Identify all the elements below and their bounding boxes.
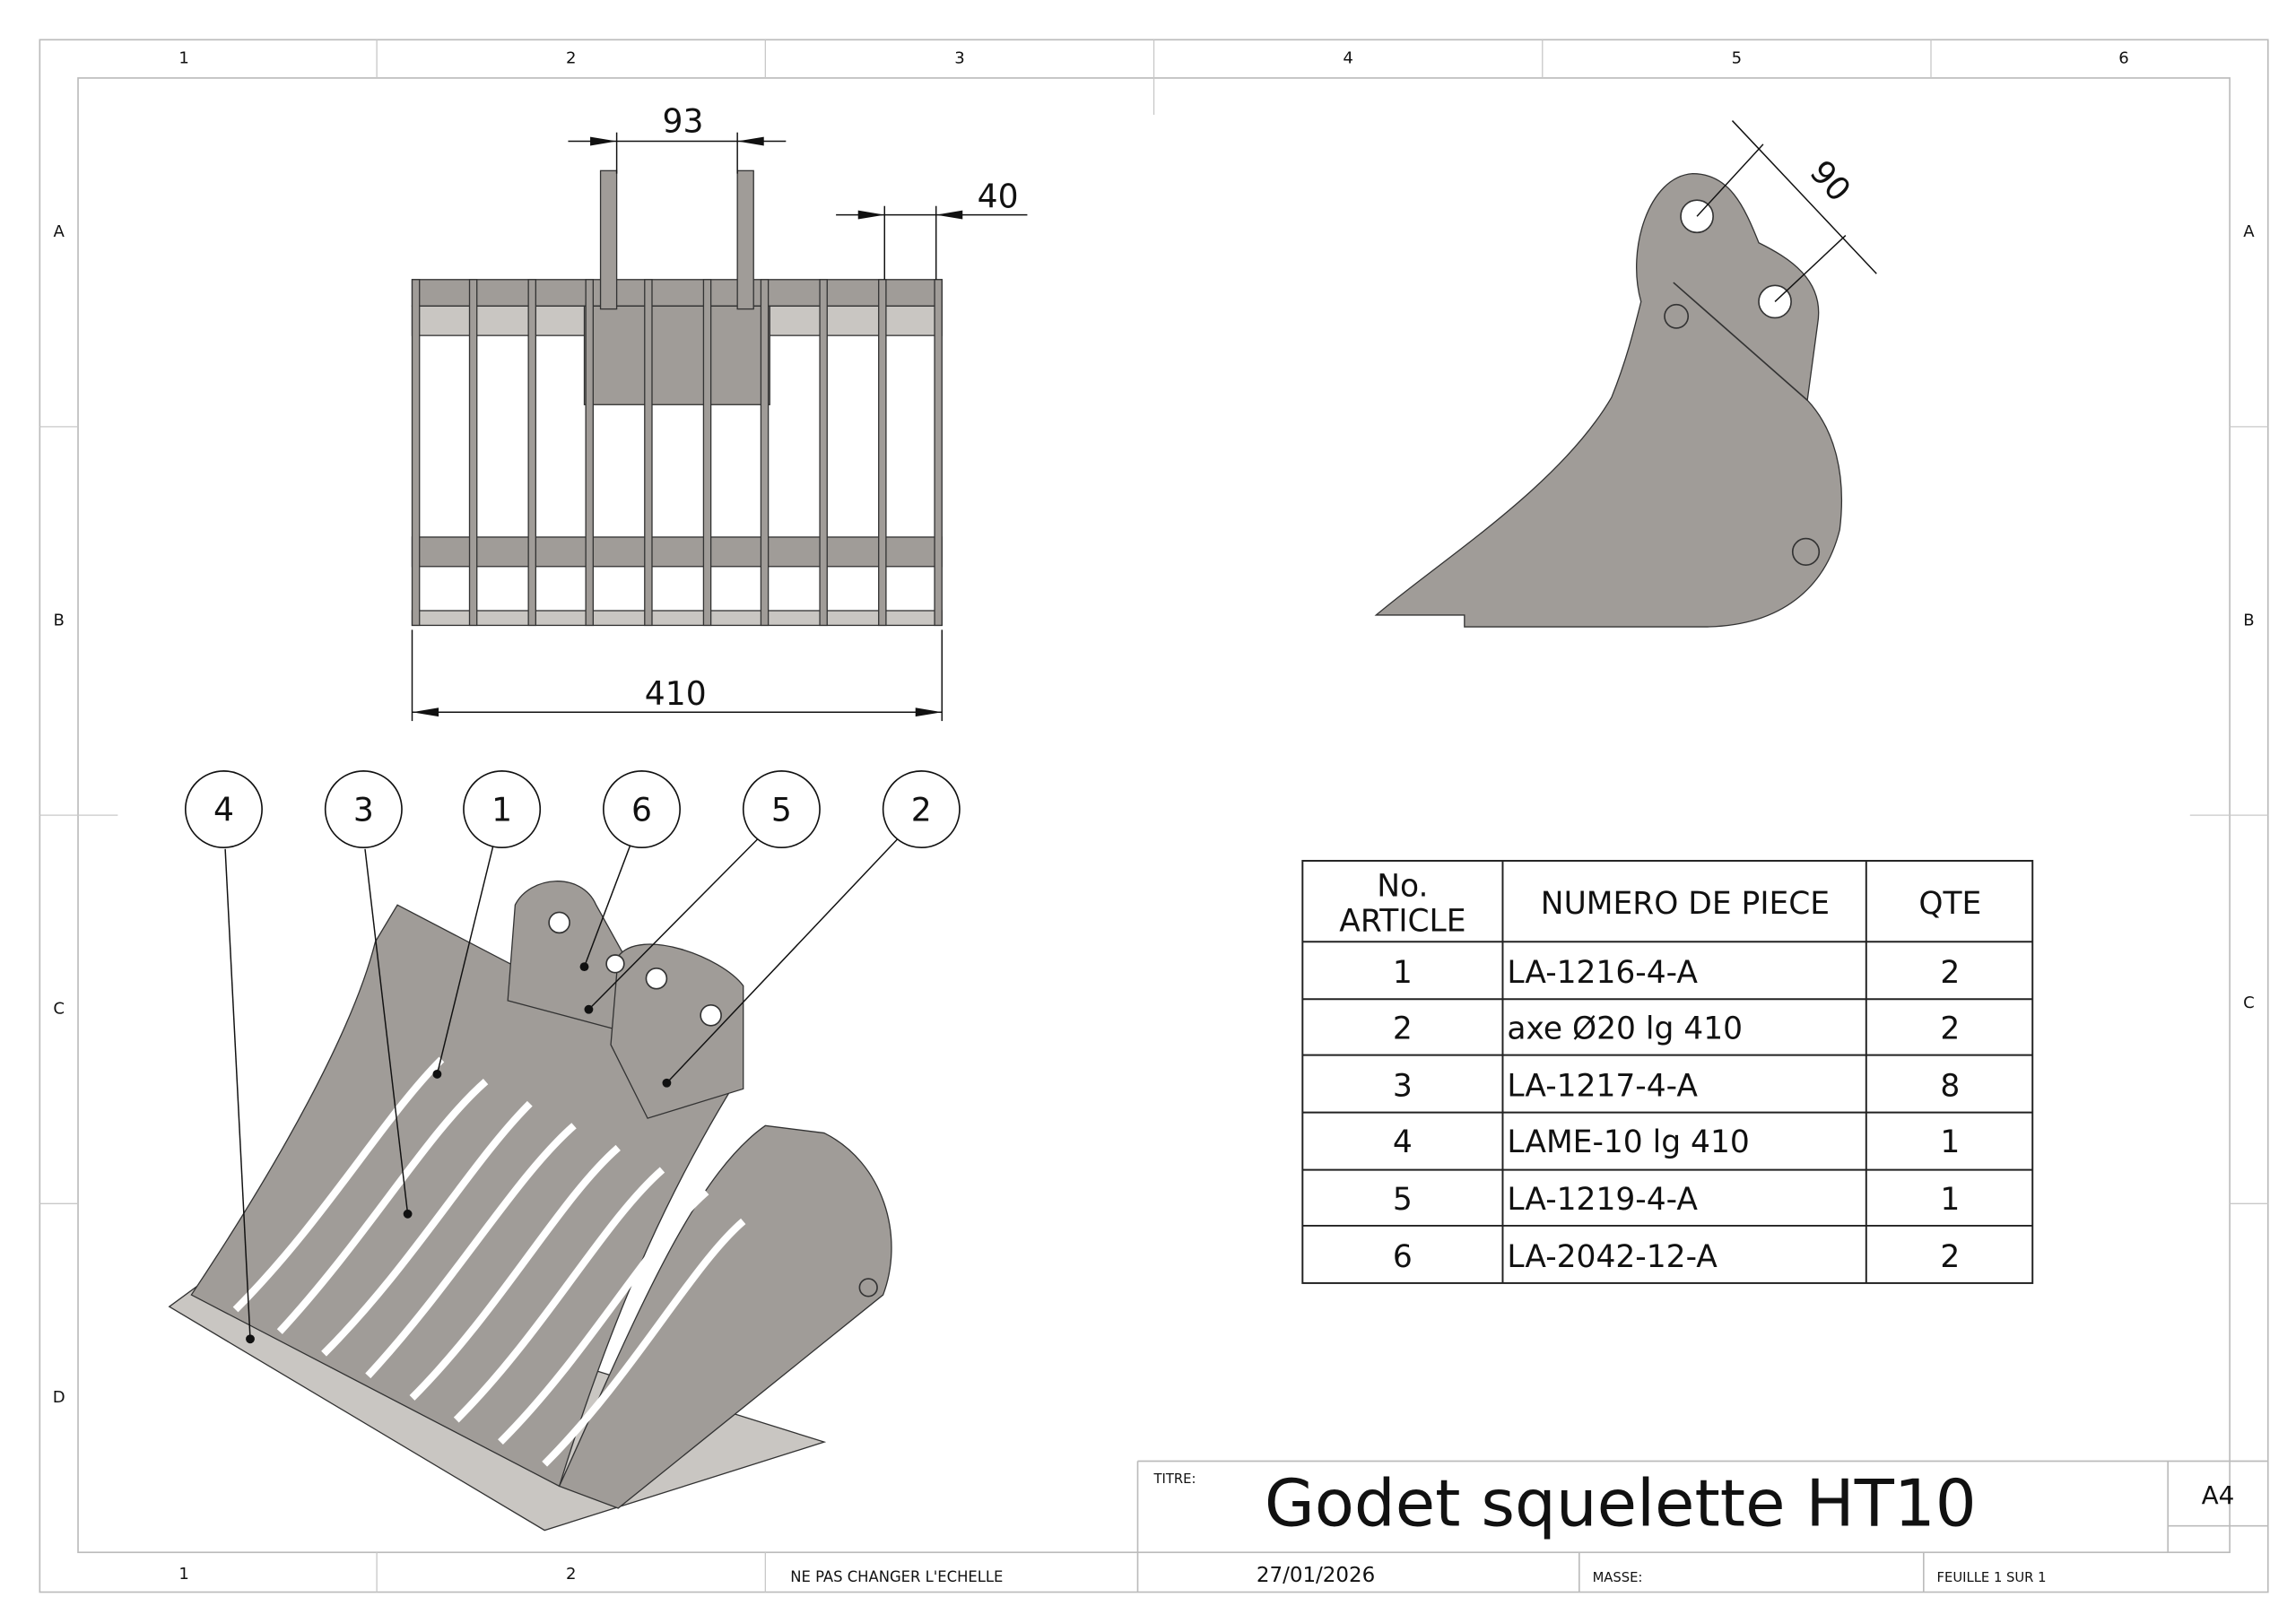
col-label: 1 bbox=[178, 49, 188, 68]
table-row: 2 axe Ø20 lg 410 2 bbox=[1393, 1011, 1960, 1047]
header-part-number: NUMERO DE PIECE bbox=[1541, 886, 1830, 922]
cell-qty: 1 bbox=[1940, 1124, 1960, 1160]
table-row: 6 LA-2042-12-A 2 bbox=[1393, 1239, 1960, 1275]
balloon-label: 5 bbox=[771, 791, 792, 829]
table-row: 1 LA-1216-4-A 2 bbox=[1393, 955, 1960, 991]
balloons: 4 3 1 6 5 2 bbox=[184, 770, 961, 1344]
col-label: 6 bbox=[2118, 49, 2128, 68]
isometric-view bbox=[168, 881, 892, 1532]
row-label: C bbox=[2243, 994, 2255, 1012]
cell-part: axe Ø20 lg 410 bbox=[1507, 1011, 1743, 1047]
sheet-number: FEUILLE 1 SUR 1 bbox=[1937, 1570, 2047, 1585]
cell-part: LA-1217-4-A bbox=[1507, 1069, 1698, 1105]
bom-table: No. ARTICLE NUMERO DE PIECE QTE 1 LA-1216… bbox=[1301, 859, 2034, 1284]
balloon-label: 3 bbox=[353, 791, 374, 829]
dimension-40: 40 bbox=[978, 177, 1019, 215]
sheet-format: A4 bbox=[2202, 1480, 2235, 1510]
drawing-date: 27/01/2026 bbox=[1257, 1564, 1375, 1587]
col-label: 1 bbox=[178, 1565, 188, 1584]
balloon-label: 6 bbox=[631, 791, 652, 829]
header-article-line2: ARTICLE bbox=[1339, 904, 1465, 940]
cell-no: 1 bbox=[1393, 955, 1413, 991]
dimension-93: 93 bbox=[662, 102, 703, 141]
cell-no: 2 bbox=[1393, 1011, 1413, 1047]
balloon-label: 1 bbox=[491, 791, 512, 829]
cell-no: 4 bbox=[1393, 1124, 1413, 1160]
balloon-label: 4 bbox=[213, 791, 234, 829]
col-label: 4 bbox=[1343, 49, 1352, 68]
mass-label: MASSE: bbox=[1593, 1570, 1643, 1585]
col-label: 2 bbox=[566, 1565, 576, 1584]
cell-qty: 2 bbox=[1940, 1239, 1960, 1275]
cell-part: LAME-10 lg 410 bbox=[1507, 1124, 1749, 1160]
row-label: A bbox=[53, 222, 65, 241]
row-label: B bbox=[53, 611, 64, 629]
table-row: 4 LAME-10 lg 410 1 bbox=[1393, 1124, 1960, 1160]
title-block: TITRE: Godet squelette HT10 A4 NE PAS CH… bbox=[790, 1460, 2268, 1593]
table-row: 3 LA-1217-4-A 8 bbox=[1393, 1069, 1960, 1105]
cell-qty: 2 bbox=[1940, 955, 1960, 991]
balloon-label: 2 bbox=[911, 791, 932, 829]
front-view: 93 40 410 bbox=[411, 102, 1028, 722]
dimension-90: 90 bbox=[1803, 152, 1859, 209]
cell-qty: 1 bbox=[1940, 1182, 1960, 1218]
dimension-410: 410 bbox=[645, 674, 707, 713]
cell-no: 3 bbox=[1393, 1069, 1413, 1105]
cell-part: LA-1219-4-A bbox=[1507, 1182, 1698, 1218]
row-label: C bbox=[53, 1000, 65, 1019]
row-label: B bbox=[2243, 611, 2254, 629]
cell-no: 5 bbox=[1393, 1182, 1413, 1218]
col-label: 2 bbox=[566, 49, 576, 68]
col-label: 5 bbox=[1732, 49, 1742, 68]
row-label: A bbox=[2243, 222, 2255, 241]
cell-no: 6 bbox=[1393, 1239, 1413, 1275]
title-label: TITRE: bbox=[1153, 1471, 1196, 1487]
sheet-border: 1 2 3 4 5 6 1 2 A B C D A B C bbox=[39, 39, 2269, 1593]
row-label: D bbox=[53, 1388, 65, 1407]
cell-qty: 2 bbox=[1940, 1011, 1960, 1047]
drawing-title: Godet squelette HT10 bbox=[1265, 1467, 1977, 1542]
scale-note: NE PAS CHANGER L'ECHELLE bbox=[790, 1568, 1003, 1585]
table-row: 5 LA-1219-4-A 1 bbox=[1393, 1182, 1960, 1218]
col-label: 3 bbox=[954, 49, 964, 68]
header-qty: QTE bbox=[1918, 886, 1981, 922]
header-article-line1: No. bbox=[1377, 868, 1428, 904]
side-view: 90 bbox=[1374, 120, 1877, 628]
cell-part: LA-1216-4-A bbox=[1507, 955, 1698, 991]
cell-part: LA-2042-12-A bbox=[1507, 1239, 1718, 1275]
cell-qty: 8 bbox=[1940, 1069, 1960, 1105]
